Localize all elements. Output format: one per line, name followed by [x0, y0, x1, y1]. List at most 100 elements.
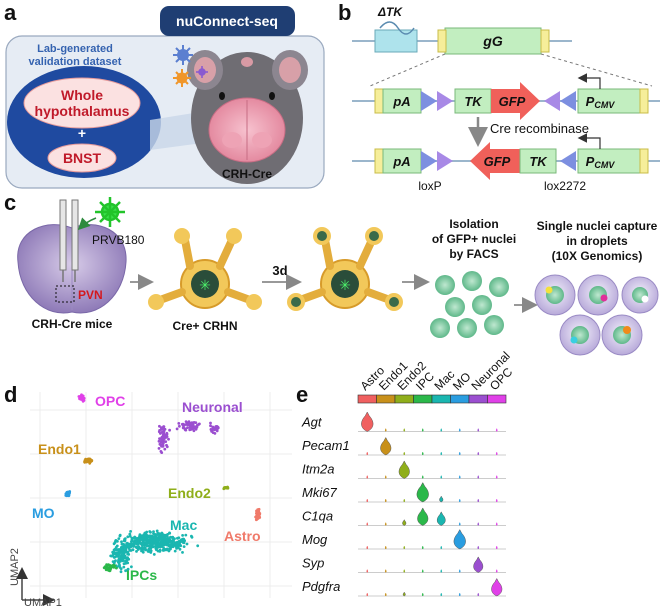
violin-mog-ipc: [421, 545, 424, 550]
violin-itm2a-ipc: [421, 474, 424, 479]
violin-mog-opc: [495, 545, 498, 550]
umap-point-mac: [169, 545, 172, 549]
umap-point-mac: [144, 540, 148, 544]
umap-point-mac: [163, 537, 167, 541]
umap-point-mac: [118, 563, 121, 567]
violin-pdgfra-endo2: [402, 591, 406, 597]
lox-triangle-1: [421, 91, 437, 111]
umap-point-neuronal: [211, 431, 215, 434]
bot-pcmv-block: [577, 148, 641, 174]
iso-line2: of GFP+ nuclei: [432, 232, 516, 246]
region1-line2: hypothalamus: [35, 103, 130, 119]
virus-icon-orange: [173, 69, 191, 87]
umap-point-mac: [128, 534, 132, 538]
umap-point-neuronal: [216, 425, 220, 429]
umap-point-mac: [124, 546, 127, 549]
pipette-right: [71, 199, 79, 271]
violin-mki67-astro: [366, 498, 369, 503]
umap-point-mac: [116, 539, 119, 543]
umap-point-neuronal: [193, 425, 197, 429]
umap-point-mac: [184, 533, 188, 537]
umap-point-mac: [162, 540, 166, 544]
violin-pdgfra-endo1: [384, 592, 387, 597]
umap-point-mac: [171, 545, 175, 549]
violin-mki67-mo: [458, 498, 461, 503]
umap-point-mac: [177, 536, 181, 540]
violin-syp-ipc: [421, 568, 424, 573]
violin-agt-opc: [495, 427, 498, 432]
umap-grid: [30, 392, 292, 598]
violin-pecam1-mo: [458, 451, 461, 456]
cluster-label-astro: Astro: [224, 528, 261, 544]
panel-letter-d: d: [4, 382, 17, 407]
umap-point-opc: [77, 395, 81, 398]
violin-mog-mo: [453, 528, 466, 550]
violin-agt-endo2: [403, 427, 406, 432]
umap-point-mac: [139, 534, 143, 538]
region2-label: BNST: [63, 150, 102, 166]
umap-point-mac: [165, 548, 169, 552]
umap-point-neuronal: [161, 426, 165, 430]
umap-point-mac: [152, 530, 155, 534]
umap-point-mac: [129, 543, 132, 547]
umap-x-label: UMAP1: [24, 597, 62, 608]
umap-point-mac: [196, 544, 200, 548]
virus-injection-arrow: [77, 217, 97, 231]
dna-helix-top: [379, 21, 415, 35]
umap-point-mac: [132, 545, 136, 548]
umap-point-endo2: [222, 486, 226, 490]
umap-point-opc: [82, 399, 86, 402]
mid-pcmv-label: PCMV: [586, 94, 616, 110]
umap-point-mac: [152, 553, 156, 556]
violin-gene-label: C1qa: [302, 509, 333, 524]
umap-point-mac: [147, 534, 151, 538]
umap-point-neuronal: [182, 426, 186, 430]
iso-line3: by FACS: [449, 247, 498, 261]
umap-point-neuronal: [163, 447, 167, 451]
umap-point-neuronal: [177, 422, 181, 425]
umap-point-mac: [148, 530, 152, 533]
mid-flank-left: [374, 88, 384, 114]
umap-point-mac: [122, 565, 126, 569]
violin-pecam1-opc: [495, 451, 498, 456]
umap-point-mac: [135, 550, 138, 553]
umap-point-mac: [127, 553, 131, 556]
violin-syp-opc: [495, 568, 498, 573]
umap-point-ipcs: [108, 568, 112, 571]
violin-pdgfra-mac: [440, 592, 443, 597]
pvn-box: [55, 285, 75, 303]
region1-line1: Whole: [61, 87, 103, 103]
violin-mki67-mac: [439, 495, 444, 503]
umap-point-mac: [152, 539, 156, 542]
cap-line2: in droplets: [566, 234, 628, 248]
violins: [361, 411, 503, 597]
umap-point-mac: [120, 540, 123, 544]
umap-point-neuronal: [165, 445, 169, 449]
umap-point-mac: [155, 548, 158, 552]
violin-mog-mac: [440, 545, 443, 550]
umap-point-mac: [123, 537, 126, 541]
umap-point-neuronal: [161, 441, 165, 445]
cluster-label-opc: OPC: [95, 393, 125, 409]
umap-point-neuronal: [168, 428, 172, 432]
violin-itm2a-neuronal: [477, 474, 480, 479]
umap-point-neuronal: [161, 444, 165, 448]
violin-column-swatch: [394, 394, 414, 404]
violin-pdgfra-astro: [366, 592, 369, 597]
umap-point-astro: [256, 508, 260, 512]
violin-syp-mac: [440, 568, 443, 573]
umap-point-mac: [138, 546, 142, 550]
umap-point-mac: [119, 570, 123, 574]
prv-virus-icon: [95, 197, 125, 227]
umap-point-ipcs: [109, 565, 113, 568]
violin-mki67-ipc: [416, 481, 429, 503]
violin-pdgfra-mo: [458, 592, 461, 597]
violin-gene-label: Syp: [302, 556, 324, 571]
mid-tk-label: TK: [464, 94, 483, 109]
svg-text:✳: ✳: [339, 278, 351, 294]
dataset-title-line1: Lab-generated: [37, 43, 113, 55]
umap-point-mac: [182, 537, 186, 541]
umap-point-mac: [121, 542, 125, 546]
neuron-1: ✳: [148, 228, 262, 310]
